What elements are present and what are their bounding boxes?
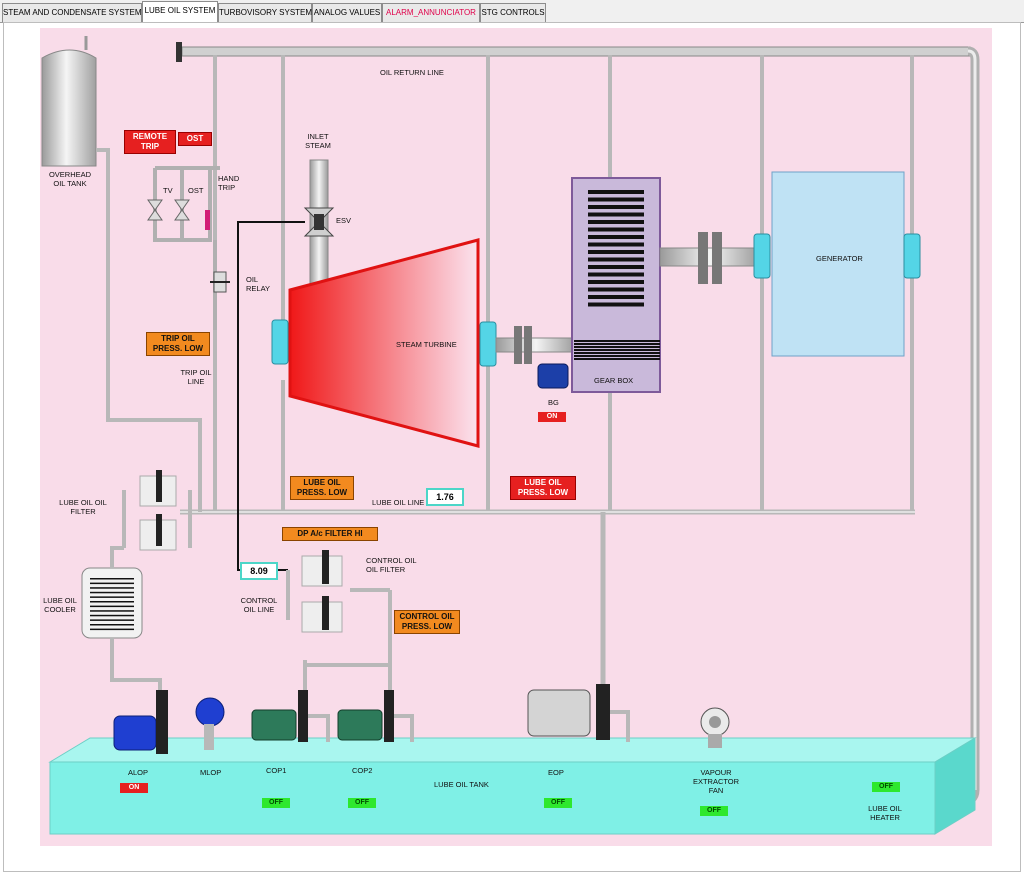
generator[interactable] [771,171,905,357]
generator-bearing-right [903,233,921,279]
control-oil-line-label: CONTROL OIL LINE [240,596,278,614]
cop1-status[interactable]: OFF [262,798,290,808]
lube-oil-filter-label: LUBE OIL OIL FILTER [59,498,107,516]
vapour-fan-label: VAPOUR EXTRACTOR FAN [692,768,740,795]
generator-coupling [659,232,761,284]
generator-label: GENERATOR [816,254,863,263]
steam-turbine-label: STEAM TURBINE [396,340,457,349]
tab-analog-values[interactable]: ANALOG VALUES [312,3,382,22]
heater-status[interactable]: OFF [872,782,900,792]
lube-oil-heater-label: LUBE OIL HEATER [868,804,902,822]
lube-oil-press-low-alarm[interactable]: LUBE OIL PRESS. LOW [290,476,354,500]
tab-alarm-annunciator[interactable]: ALARM_ANNUNCIATOR [382,3,480,22]
esv-label: ESV [336,216,352,225]
return-branches [213,55,914,512]
lube-oil-line-value: 1.76 [426,488,464,506]
cop2-pump[interactable] [337,690,414,742]
cop1-pump[interactable] [251,690,330,742]
turbine-coupling [495,326,577,364]
gear-box-label: GEAR BOX [594,376,634,385]
tab-lube-oil[interactable]: LUBE OIL SYSTEM [142,1,218,23]
control-oil-filter-label: CONTROL OIL OIL FILTER [366,556,417,574]
turbine-bearing-right [479,321,497,367]
cop2-label: COP2 [352,766,373,775]
overhead-oil-tank [41,36,202,512]
vapour-extractor-fan[interactable] [700,707,730,748]
hand-trip-icon[interactable] [205,210,210,230]
alop-label: ALOP [128,768,149,777]
oil-relay-icon [210,271,230,293]
lube-oil-press-low-trip-alarm[interactable]: LUBE OIL PRESS. LOW [510,476,576,500]
overhead-tank-label: OVERHEAD OIL TANK [48,170,92,188]
generator-bearing-left [753,233,771,279]
tv-label: TV [163,186,173,195]
hand-trip-label: HAND TRIP [218,174,240,192]
lube-oil-tank [48,737,977,835]
turbine-bearing-left [271,319,289,365]
tab-steam-condensate[interactable]: STEAM AND CONDENSATE SYSTEM [2,3,142,22]
oil-return-line [176,42,980,807]
lube-oil-header [180,509,915,700]
lube-oil-cooler-label: LUBE OIL COOLER [43,596,77,614]
cop1-label: COP1 [266,766,287,775]
tv-valve-icon [147,199,163,221]
control-oil-filter[interactable] [286,550,392,700]
dp-filter-hi-alarm[interactable]: DP A/c FILTER HI [282,527,378,541]
lube-oil-line-label: LUBE OIL LINE [372,498,425,507]
eop-label: EOP [548,768,564,777]
bg-label: BG [548,398,559,407]
oil-relay-label: OIL RELAY [246,275,271,293]
cop2-status[interactable]: OFF [348,798,376,808]
lube-oil-filter[interactable] [122,470,192,551]
control-oil-press-low-alarm[interactable]: CONTROL OIL PRESS. LOW [394,610,460,634]
alop-status[interactable]: ON [120,783,148,793]
eop-pump[interactable] [527,684,630,742]
ost-alarm[interactable]: OST [178,132,212,146]
ost-valve-label: OST [188,186,204,195]
mlop-pump[interactable] [195,697,225,750]
control-oil-line-value: 8.09 [240,562,278,580]
oil-return-line-label: OIL RETURN LINE [380,68,444,77]
vapour-fan-status[interactable]: OFF [700,806,728,816]
ost-valve-icon [174,199,190,221]
gear-box-lower-fins [574,340,660,360]
esv-valve-icon [303,207,335,237]
tab-turbovisory[interactable]: TURBOVISORY SYSTEM [218,3,312,22]
trip-oil-line-label: TRIP OIL LINE [180,368,212,386]
lube-oil-tank-label: LUBE OIL TANK [434,780,489,789]
tab-stg-controls[interactable]: STG CONTROLS [480,3,546,22]
remote-trip-alarm[interactable]: REMOTE TRIP [124,130,176,154]
eop-status[interactable]: OFF [544,798,572,808]
cooler-fins [90,578,134,631]
gear-box-fins [588,190,644,307]
barring-gear-motor[interactable] [537,363,569,389]
steam-turbine[interactable] [288,238,480,448]
inlet-steam-label: INLET STEAM [305,132,331,150]
mlop-label: MLOP [200,768,222,777]
tab-bar: STEAM AND CONDENSATE SYSTEM LUBE OIL SYS… [0,0,1024,23]
bg-status[interactable]: ON [538,412,566,422]
trip-oil-press-low-alarm[interactable]: TRIP OIL PRESS. LOW [146,332,210,356]
alop-pump[interactable] [113,690,168,754]
